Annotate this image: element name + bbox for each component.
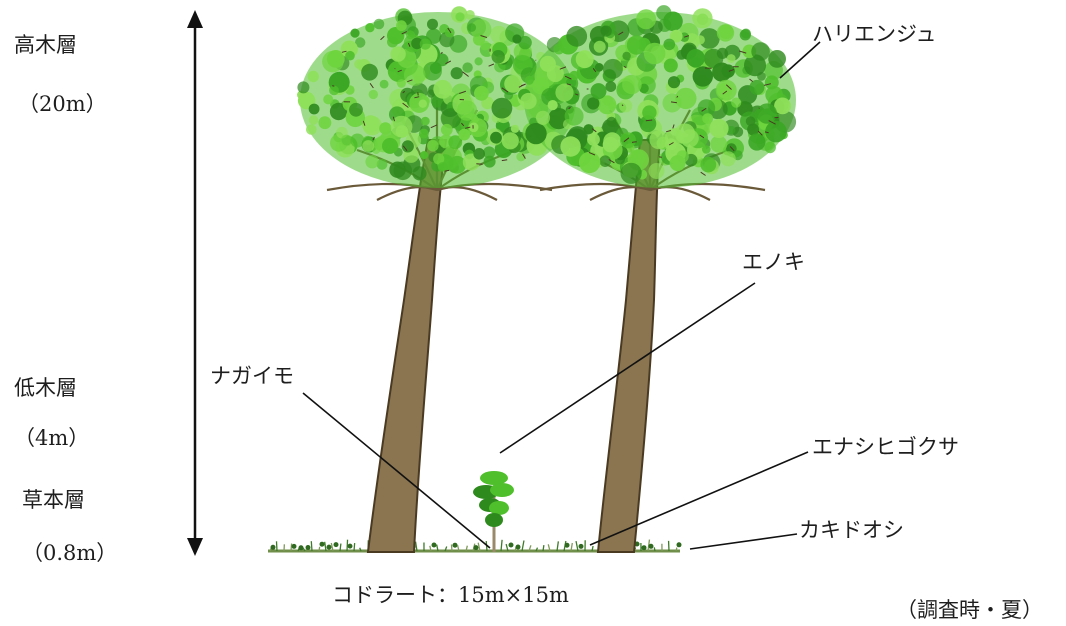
layer-label-tall: 高木層 <box>14 35 77 56</box>
species-label-nagaimo: ナガイモ <box>210 366 294 387</box>
layer-height-tall: （20m） <box>18 94 107 115</box>
leader-line-kakidooshi <box>690 534 797 549</box>
height-scale-arrow <box>187 10 203 556</box>
layer-label-shrub: 低木層 <box>14 378 77 399</box>
tall-tree-right <box>518 5 796 552</box>
layer-height-shrub: （4m） <box>14 428 89 449</box>
layer-label-herb: 草本層 <box>22 490 85 511</box>
species-label-kakidooshi: カキドオシ <box>799 520 904 541</box>
species-label-enashihigokusa: エナシヒゴクサ <box>812 437 959 458</box>
tree-crown-right <box>518 5 796 188</box>
species-label-enoki: エノキ <box>742 252 805 273</box>
quadrat-size-label: コドラート：15m×15m <box>332 585 569 606</box>
leader-line-harienju <box>780 42 820 78</box>
survey-season-note: （調査時・夏） <box>896 600 1043 621</box>
layer-height-herb: （0.8m） <box>22 543 117 564</box>
species-label-harienju: ハリエンジュ <box>812 24 937 45</box>
